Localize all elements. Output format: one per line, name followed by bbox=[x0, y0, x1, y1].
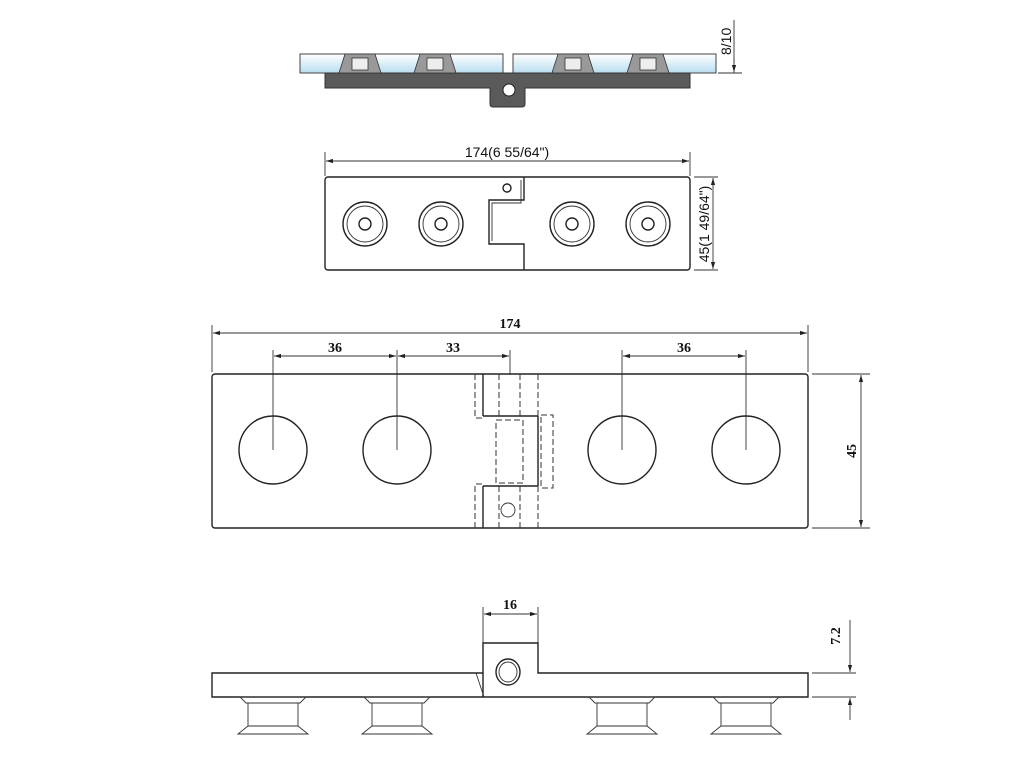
hinge-outline-top bbox=[324, 176, 691, 271]
glass-clamps bbox=[338, 53, 670, 74]
thickness-label: 7.2 bbox=[829, 627, 844, 645]
knuckle-detail bbox=[474, 374, 554, 528]
spacing-center-label: 33 bbox=[446, 341, 460, 356]
knuckle-width-label: 16 bbox=[503, 598, 517, 613]
set-screw-hole bbox=[502, 183, 512, 193]
pivot-pin bbox=[495, 658, 521, 686]
glass-panel-left bbox=[299, 53, 504, 74]
hinge-outline-plan bbox=[211, 373, 809, 529]
profile-view: 16 7.2 bbox=[211, 598, 856, 735]
plan-width-label: 45 bbox=[845, 444, 860, 458]
pivot-hole bbox=[502, 83, 516, 97]
top-length-label: 174(6 55/64") bbox=[465, 144, 549, 160]
spacing-left-label: 36 bbox=[328, 341, 342, 356]
glass-panel-right bbox=[512, 53, 717, 74]
spacing-right-label: 36 bbox=[677, 341, 691, 356]
clamp-screws-top bbox=[342, 201, 671, 247]
top-width-label: 45(1 49/64") bbox=[696, 186, 712, 263]
plan-view: 174 36 33 36 bbox=[211, 317, 870, 529]
glass-thickness-label: 8/10 bbox=[718, 28, 734, 55]
plan-length-label: 174 bbox=[500, 317, 521, 332]
clamp-holes-plan bbox=[238, 415, 781, 485]
hinge-profile bbox=[211, 642, 809, 698]
side-view-with-glass: 8/10 bbox=[299, 20, 742, 108]
top-view: 174(6 55/64") 45(1 49/64") bbox=[324, 144, 718, 271]
clamp-feet bbox=[236, 696, 783, 735]
